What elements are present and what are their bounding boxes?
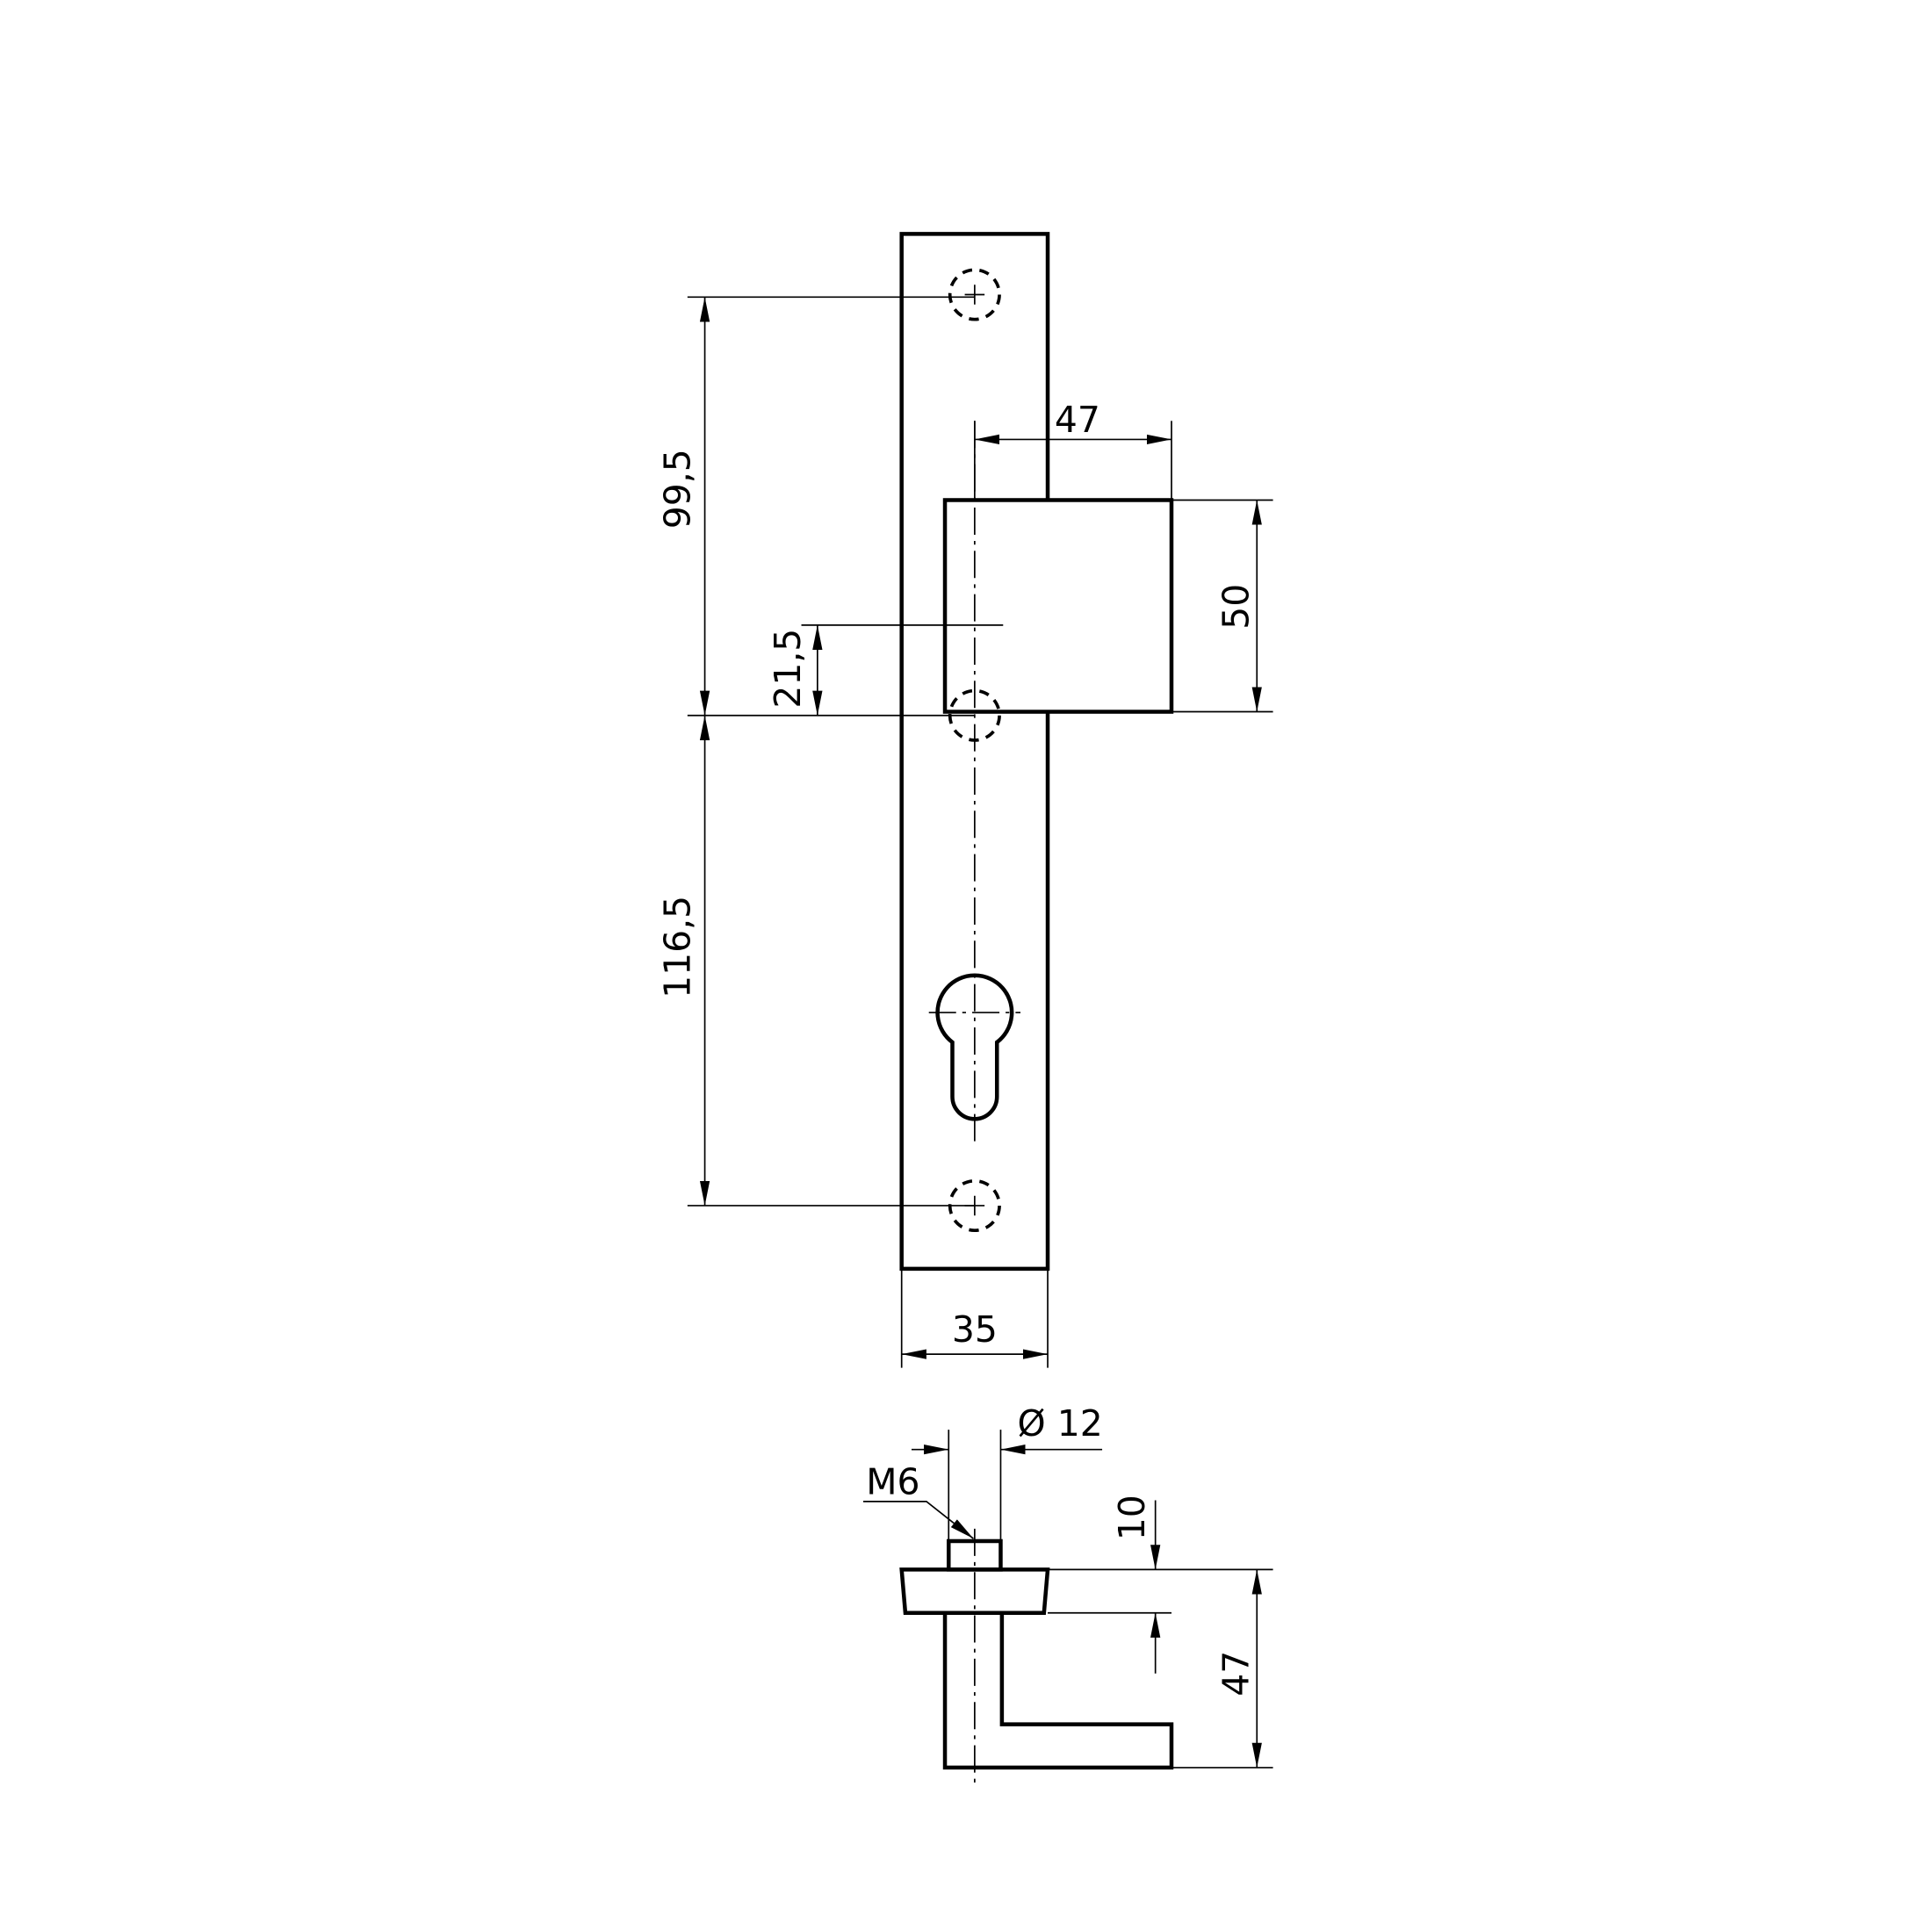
dim-116-5: 116,5 bbox=[657, 896, 699, 998]
dim-50: 50 bbox=[1215, 584, 1257, 630]
dim-21-5: 21,5 bbox=[767, 629, 809, 709]
handle-rose bbox=[942, 498, 1174, 714]
side-view: Ø 12 M6 10 47 bbox=[863, 1402, 1273, 1785]
lock-plate bbox=[899, 232, 1050, 1272]
dim-47-side: 47 bbox=[1215, 1651, 1257, 1697]
dim-diameter-12: Ø 12 bbox=[1018, 1402, 1103, 1445]
front-view: 99,5 116,5 21,5 47 50 35 bbox=[657, 232, 1273, 1368]
label-m6: M6 bbox=[866, 1460, 919, 1502]
dim-99-5: 99,5 bbox=[657, 449, 699, 529]
dim-47-top: 47 bbox=[1055, 399, 1100, 441]
rose-section bbox=[899, 1567, 1050, 1615]
screw-hole-top bbox=[948, 268, 1001, 321]
dim-35: 35 bbox=[952, 1308, 998, 1351]
lever-handle bbox=[942, 1612, 1174, 1770]
dim-10: 10 bbox=[1111, 1495, 1153, 1540]
cylinder-keyhole bbox=[935, 973, 1014, 1121]
